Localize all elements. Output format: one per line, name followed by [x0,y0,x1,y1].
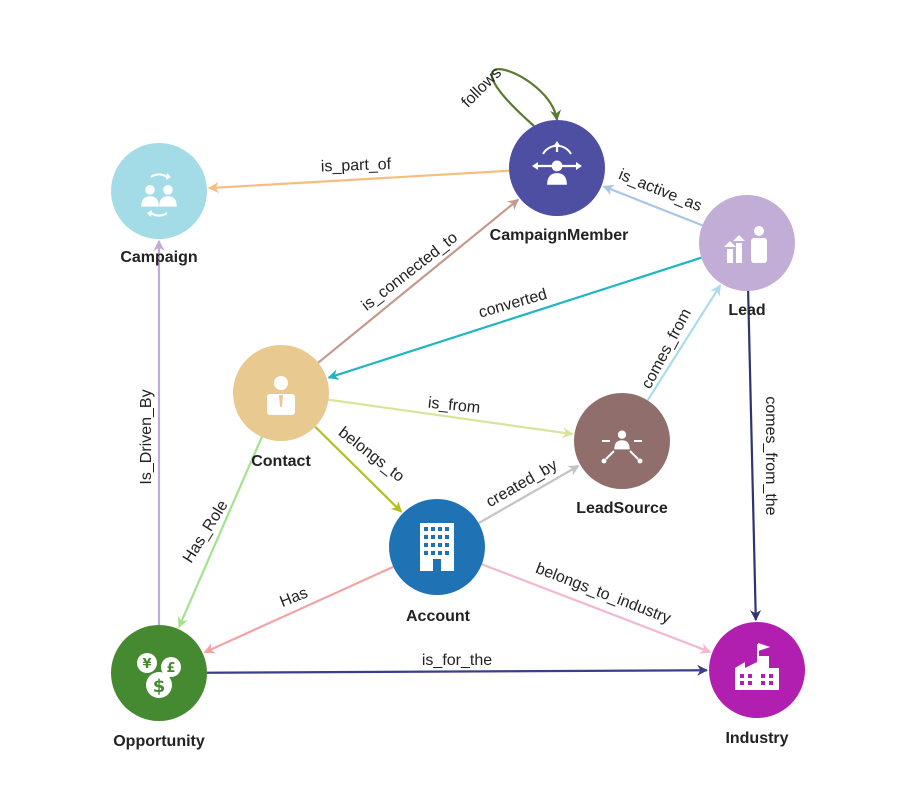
node-lead[interactable]: Lead [699,195,795,319]
edge-has [203,565,394,654]
person-icon [267,376,295,415]
edge-label-belongs-to: belongs_to [335,424,407,486]
edge-is-active-as [602,184,703,227]
node-account[interactable]: Account [389,499,485,625]
edge-converted [327,256,702,380]
edge-comes-from [646,284,722,401]
edge-label-is-connected-to: is_connected_to [359,229,461,314]
node-opportunity[interactable]: ¥ £$ Opportunity [111,625,207,750]
edge-is-connected-to [317,198,520,364]
node-campaign[interactable]: Campaign [111,143,207,266]
node-label: CampaignMember [490,227,629,244]
currency-coins-icon: ¥ £$ [137,653,181,698]
growth-chart-person-icon [724,226,767,263]
nodes-layer: Campaign CampaignMemberLeadContactLeadSou… [111,120,805,750]
node-contact[interactable]: Contact [233,345,329,470]
edge-label-comes-from-the: comes_from_the [762,396,779,515]
node-campaignmember[interactable]: CampaignMember [490,120,629,244]
edge-belongs-to-industry [481,563,712,654]
edge-follows [490,68,562,127]
edge-label-has-role: Has_Role [180,497,232,566]
edge-created-by [478,464,580,525]
edge-is-from [328,398,574,439]
node-label: Opportunity [113,733,205,750]
edges-layer [153,68,762,676]
node-circle [111,143,207,239]
node-label: LeadSource [576,500,668,517]
edge-label-is-driven-by: Is_Driven_By [138,389,155,484]
node-label: Contact [251,453,311,470]
node-label: Account [406,608,471,625]
node-industry[interactable]: Industry [709,622,805,747]
edge-label-converted: converted [477,286,549,322]
edge-label-comes-from: comes_from [639,306,695,392]
edge-is-part-of [207,169,510,194]
node-circle [233,345,329,441]
node-label: Lead [728,302,765,319]
person-network-icon [601,430,643,464]
edge-label-is-from: is_from [427,395,481,417]
node-circle [699,195,795,291]
edge-belongs-to [314,425,403,513]
edge-comes-from-the [747,290,762,622]
node-label: Industry [725,730,788,747]
edge-label-belongs-to-industry: belongs_to_industry [533,560,673,627]
svg-text:£: £ [166,661,175,676]
edge-has-role [177,436,263,629]
node-leadsource[interactable]: LeadSource [574,393,670,517]
office-building-icon [420,523,454,571]
svg-text:$: $ [153,676,166,697]
edge-is-for-the [206,664,709,676]
edge-label-is-part-of: is_part_of [321,156,392,175]
edge-label-is-for-the: is_for_the [422,652,492,669]
factory-icon [735,643,779,690]
svg-text:¥: ¥ [142,657,151,672]
person-arrows-icon [532,141,582,185]
group-cycle-icon [141,173,177,217]
node-label: Campaign [120,249,197,266]
